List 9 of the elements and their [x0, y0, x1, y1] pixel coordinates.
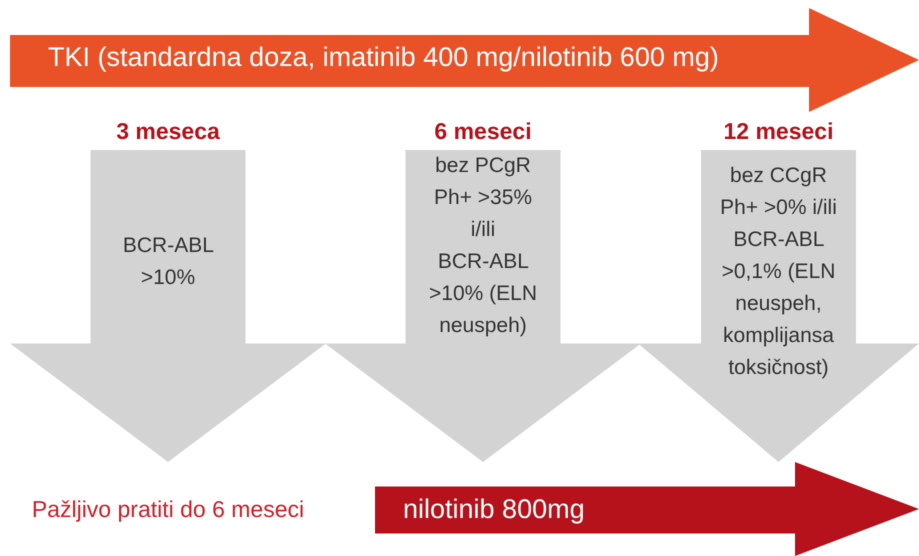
heading: 6 meseci: [433, 118, 533, 145]
arrow-label: TKI (standardna doza, imatinib 400 mg/nilotinib 600 mg): [48, 42, 719, 73]
heading: 3 meseca: [115, 118, 221, 145]
criteria-text: bez CCgR Ph+ >0% i/ili BCR-ABL >0,1% (ELN neuspeh, komplijansa toksičnost): [719, 163, 838, 381]
arrow-label: nilotinib 800mg: [403, 494, 585, 525]
note-text: Pažljivo pratiti do 6 meseci: [30, 495, 306, 524]
criteria-text: BCR-ABL >10%: [122, 233, 214, 291]
criteria-text: bez PCgR Ph+ >35% i/ili BCR-ABL >10% (ELN neuspeh): [428, 153, 538, 339]
heading: 12 meseci: [722, 118, 834, 145]
